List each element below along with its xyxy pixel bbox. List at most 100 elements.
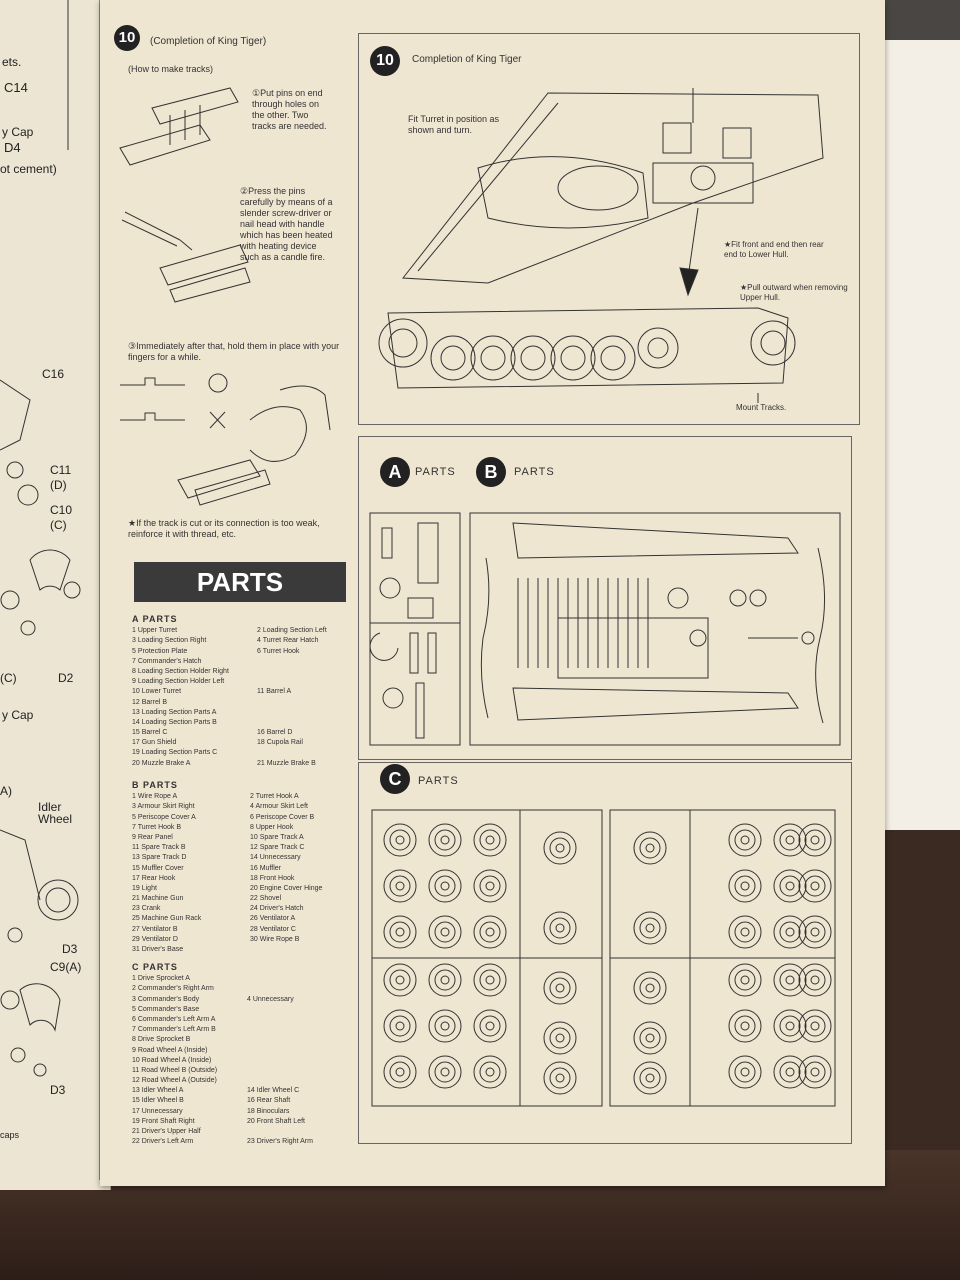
road-wheel-part	[543, 1061, 577, 1095]
sprue-b-badge: B	[476, 457, 506, 487]
road-wheel-part	[479, 829, 501, 851]
road-wheel-part	[555, 923, 565, 933]
road-wheel-part	[779, 921, 801, 943]
road-wheel-part	[804, 1015, 826, 1037]
road-wheel-part	[773, 869, 807, 903]
parts-list-item: 1 Wire Rope A	[132, 793, 178, 801]
parts-list-item: 16 Barrel D	[257, 729, 293, 737]
parts-list-item	[247, 1066, 357, 1076]
road-wheel-part	[428, 869, 462, 903]
road-wheel-part	[773, 915, 807, 949]
parts-list-item: 22 Shovel	[250, 895, 282, 903]
parts-list-item: 7 Turret Hook B	[132, 823, 182, 831]
road-wheel-part	[479, 1015, 501, 1037]
road-wheel-part	[773, 1055, 807, 1089]
parts-list-item: 3 Commander's Body	[132, 995, 200, 1003]
parts-list-item: 10 Lower Turret	[132, 688, 182, 696]
parts-list-item	[247, 1015, 357, 1025]
road-wheel-part	[740, 881, 750, 891]
parts-list-item: 10 Road Wheel A (Inside)	[132, 1056, 212, 1064]
road-wheel-part	[734, 1015, 756, 1037]
road-wheel-part	[734, 969, 756, 991]
road-wheel-part	[728, 963, 762, 997]
parts-list-item: 23 Crank	[132, 905, 161, 913]
road-wheel-part	[645, 923, 655, 933]
parts-list-item: 18 Cupola Rail	[257, 739, 303, 747]
parts-list-item	[247, 1035, 357, 1045]
road-wheel-part	[555, 983, 565, 993]
parts-list-item: 26 Ventilator A	[250, 915, 296, 923]
parts-list-item: 18 Front Hook	[250, 874, 295, 882]
sprue-b-label: PARTS	[514, 466, 555, 478]
parts-list-item: 19 Light	[132, 884, 157, 892]
parts-list-item: 25 Machine Gun Rack	[132, 915, 202, 923]
parts-list-item: 1 Upper Turret	[132, 627, 178, 635]
parts-list-item: 23 Driver's Right Arm	[247, 1138, 313, 1146]
road-wheel-part	[434, 875, 456, 897]
road-wheel-part	[734, 875, 756, 897]
parts-list-item: 13 Spare Track D	[132, 854, 187, 862]
road-wheel-part	[810, 1021, 820, 1031]
left-page-drawings	[0, 0, 101, 1180]
parts-list-item	[257, 718, 357, 728]
parts-list-item: 13 Loading Section Parts A	[132, 708, 217, 716]
left-label: ot cement)	[0, 162, 57, 176]
road-wheel-part	[779, 875, 801, 897]
track-instruction-1: ①Put pins on end through holes on the ot…	[252, 88, 327, 131]
b-parts-header: B PARTS	[132, 780, 178, 790]
road-wheel-part	[728, 823, 762, 857]
road-wheel-part	[633, 831, 667, 865]
left-label: D3	[50, 1083, 66, 1097]
parts-list-item: 8 Loading Section Holder Right	[132, 667, 229, 675]
road-wheel-part	[798, 963, 832, 997]
parts-list-item: 16 Rear Shaft	[247, 1097, 291, 1105]
road-wheel-part	[773, 1009, 807, 1043]
road-wheel-part	[810, 927, 820, 937]
road-wheel-part	[740, 975, 750, 985]
road-wheel-part	[633, 1021, 667, 1055]
parts-list-item: 20 Front Shaft Left	[247, 1117, 305, 1125]
road-wheel-part	[555, 1073, 565, 1083]
road-wheel-part	[440, 835, 450, 845]
c-sprue-drawing	[371, 809, 836, 1107]
parts-list-item: 6 Periscope Cover B	[250, 813, 315, 821]
parts-list-item: 22 Driver's Left Arm	[132, 1138, 194, 1146]
parts-list-item: 12 Spare Track C	[250, 844, 305, 852]
mount-tracks-note: Mount Tracks.	[736, 403, 787, 412]
road-wheel-part	[804, 829, 826, 851]
track-assembly-drawings	[119, 87, 331, 506]
parts-list-item: 28 Ventilator C	[250, 925, 296, 933]
completion-diagram-box	[358, 33, 860, 425]
parts-list-item: 19 Loading Section Parts C	[132, 749, 218, 757]
road-wheel-part	[395, 835, 405, 845]
left-label: (D)	[50, 478, 67, 492]
step-title: (Completion of King Tiger)	[150, 36, 267, 47]
left-label: ets.	[2, 55, 22, 69]
road-wheel-part	[639, 837, 661, 859]
left-label: C9(A)	[50, 960, 82, 974]
road-wheel-part	[773, 963, 807, 997]
parts-list-item	[247, 1056, 357, 1066]
road-wheel-part	[779, 1061, 801, 1083]
road-wheel-part	[734, 921, 756, 943]
road-wheel-part	[804, 969, 826, 991]
track-instruction-2: ②Press the pins carefully by means of a …	[240, 186, 333, 262]
road-wheel-part	[810, 1067, 820, 1077]
road-wheel-part	[785, 975, 795, 985]
road-wheel-part	[785, 1021, 795, 1031]
left-label: (C)	[0, 671, 17, 685]
parts-list-item: 24 Driver's Hatch	[250, 905, 304, 913]
left-page: ets. C14 y Cap D4 ot cement) C16 C11 (D)…	[0, 0, 111, 1190]
road-wheel-part	[633, 971, 667, 1005]
parts-list-item: 19 Front Shaft Right	[132, 1117, 195, 1125]
parts-list-item: 9 Rear Panel	[132, 833, 173, 841]
road-wheel-part	[434, 1015, 456, 1037]
road-wheel-part	[779, 1015, 801, 1037]
parts-list-item: 2 Loading Section Left	[257, 627, 327, 635]
parts-list-item: 11 Road Wheel B (Outside)	[132, 1066, 218, 1074]
road-wheel-part	[389, 1061, 411, 1083]
